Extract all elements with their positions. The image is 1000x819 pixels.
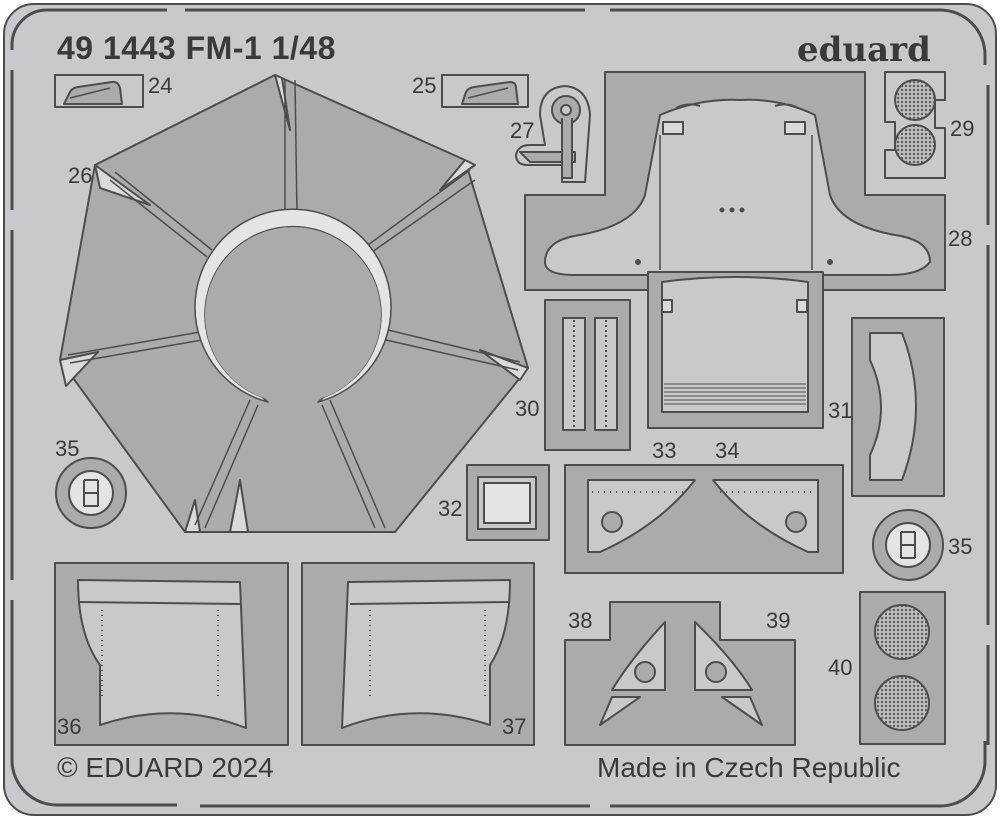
part-37 — [301, 562, 535, 746]
part-26 — [59, 74, 529, 533]
part-number-28: 28 — [948, 226, 973, 251]
part-number-26: 26 — [68, 163, 93, 188]
part-29 — [884, 71, 946, 179]
part-35-right — [872, 509, 944, 581]
origin-text: Made in Czech Republic — [597, 752, 901, 783]
copyright-text: © EDUARD 2024 — [57, 752, 274, 783]
part-number-39: 39 — [766, 608, 791, 633]
part-31 — [647, 271, 824, 429]
part-27 — [515, 85, 591, 183]
part-number-27: 27 — [510, 118, 535, 143]
part-number-37: 37 — [502, 714, 527, 739]
part-number-34: 34 — [715, 438, 740, 463]
fret-rim — [10, 8, 990, 808]
part-number-40: 40 — [828, 655, 853, 680]
part-number-35-left: 35 — [55, 436, 80, 461]
part-number-25: 25 — [412, 73, 437, 98]
part-38-39 — [564, 601, 796, 746]
part-number-32: 32 — [438, 496, 463, 521]
part-36 — [54, 562, 289, 746]
part-number-29: 29 — [950, 116, 975, 141]
part-number-31: 31 — [828, 398, 853, 423]
part-number-30: 30 — [515, 396, 540, 421]
part-35-left — [55, 457, 127, 529]
part-32 — [466, 464, 550, 541]
part-30 — [544, 299, 631, 451]
part-24 — [54, 74, 144, 108]
part-25 — [441, 74, 529, 108]
part-number-38: 38 — [568, 608, 593, 633]
brand-logo: eduard — [797, 30, 931, 70]
part-number-35-right: 35 — [948, 534, 973, 559]
part-number-36: 36 — [57, 714, 82, 739]
sheet-title: 49 1443 FM-1 1/48 — [57, 30, 336, 66]
part-number-33: 33 — [652, 438, 677, 463]
part-31-side — [851, 317, 945, 497]
part-28 — [524, 71, 946, 291]
part-33-34 — [564, 464, 844, 574]
part-number-24: 24 — [148, 73, 173, 98]
part-40 — [859, 591, 946, 745]
